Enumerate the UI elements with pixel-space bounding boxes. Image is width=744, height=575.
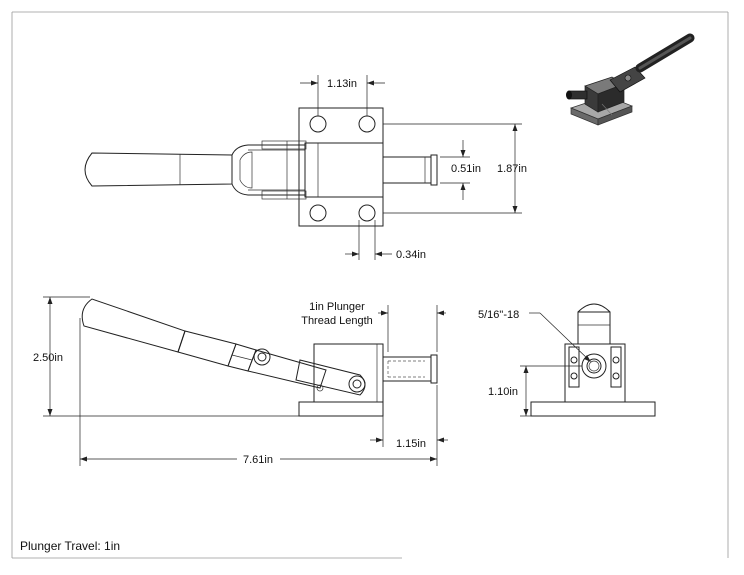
dim-overall-height: 2.50in	[33, 352, 63, 364]
base-plate-side	[298, 401, 384, 417]
handle-grip-top	[84, 152, 233, 187]
dim-base-width: 1.87in	[497, 163, 527, 175]
mount-hole-icon	[358, 115, 376, 133]
plunger-travel-note: Plunger Travel: 1in	[20, 539, 120, 553]
mount-hole-icon	[309, 115, 327, 133]
lever-yoke-top	[231, 144, 306, 196]
dim-center-height: 1.10in	[488, 386, 518, 398]
dim-overall-length: 7.61in	[243, 454, 273, 466]
thread-label-line2: Thread Length	[301, 315, 373, 327]
linkage-side	[295, 359, 366, 396]
handle-end	[577, 311, 611, 345]
handle-grip-side	[81, 298, 186, 353]
dim-plunger-diameter: 0.51in	[451, 163, 481, 175]
dim-plunger-extension: 1.15in	[396, 438, 426, 450]
top-view: 1.13in 0.51in 1.87in 0.34in	[84, 75, 527, 261]
dim-hole-spacing: 1.13in	[327, 78, 357, 90]
handle-sleeve-side	[177, 330, 237, 367]
base-plate-end	[530, 401, 656, 417]
side-view: 1in Plunger Thread Length 2.50in 1.15in …	[33, 296, 448, 466]
plunger-body-side	[313, 343, 384, 403]
thread-label-line1: 1in Plunger	[309, 301, 365, 313]
plunger-rod-side	[382, 356, 432, 382]
isometric-view	[566, 33, 695, 126]
mount-hole-icon	[309, 204, 327, 222]
lever-arm-side	[247, 349, 327, 389]
plunger-rod-top	[382, 156, 432, 184]
thread-size-label: 5/16"-18	[478, 309, 519, 321]
sheet-border	[11, 11, 729, 559]
plunger-body-top	[304, 142, 384, 198]
end-view: 5/16"-18 1.10in	[478, 303, 656, 417]
mount-hole-icon	[358, 204, 376, 222]
dim-hole-offset: 0.34in	[396, 249, 426, 261]
